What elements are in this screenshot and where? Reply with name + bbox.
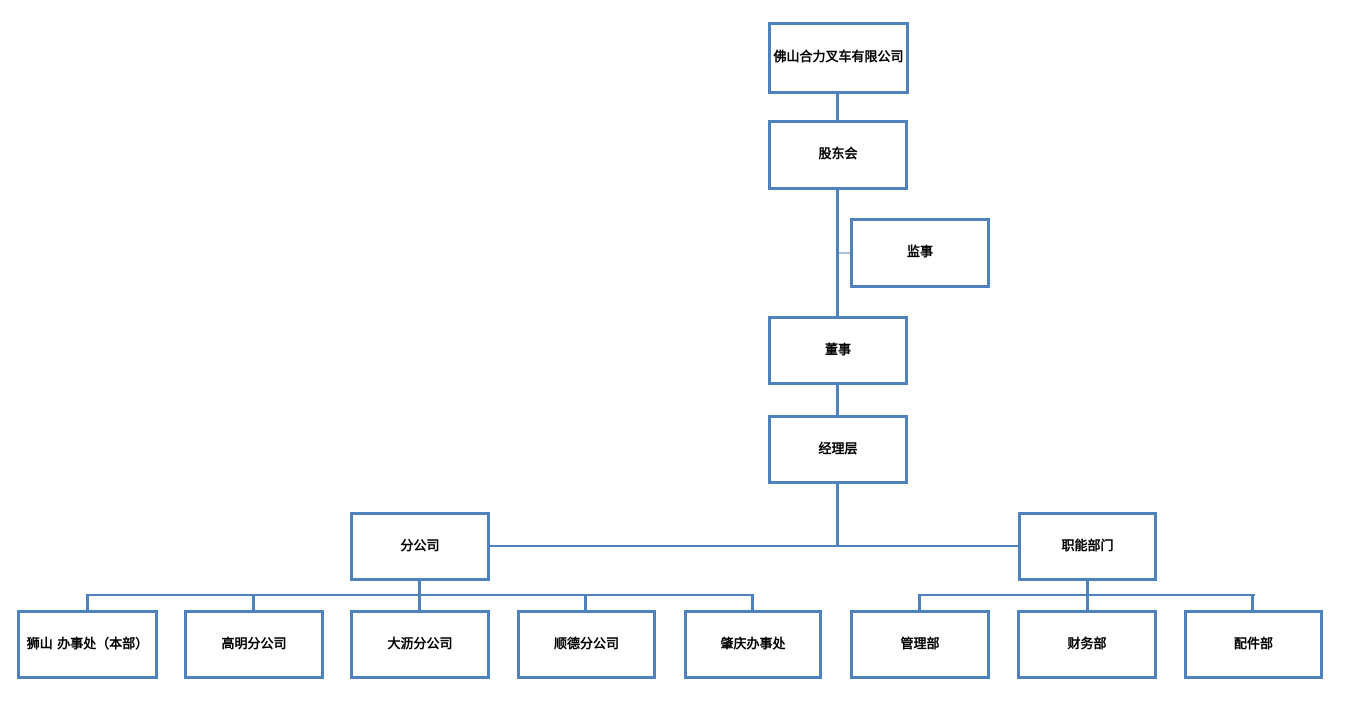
connector-company-shareholders	[836, 94, 839, 120]
node-company: 佛山合力叉车有限公司	[768, 22, 909, 94]
node-shishan-office: 狮山 办事处（本部）	[17, 610, 158, 679]
node-branches: 分公司	[350, 512, 490, 581]
node-admin-department: 管理部	[850, 610, 990, 679]
connector-stub-gaoming	[252, 595, 255, 610]
node-parts-department: 配件部	[1184, 610, 1323, 679]
connector-director-management	[836, 385, 839, 415]
connector-shareholders-director	[836, 190, 839, 316]
node-zhaoqing-office: 肇庆办事处	[684, 610, 822, 679]
connector-stub-parts	[1251, 595, 1254, 610]
connector-stub-admin	[918, 595, 921, 610]
node-finance-department: 财务部	[1017, 610, 1157, 679]
connector-stub-shunde	[584, 595, 587, 610]
node-dali-branch: 大沥分公司	[350, 610, 490, 679]
connector-branches-down	[418, 581, 421, 596]
node-supervisor: 监事	[850, 218, 990, 288]
connector-functional-down	[1086, 581, 1089, 596]
node-shunde-branch: 顺德分公司	[517, 610, 656, 679]
connector-stub-shishan	[86, 595, 89, 610]
connector-management-down	[836, 484, 839, 546]
node-shareholders: 股东会	[768, 120, 908, 190]
node-director: 董事	[768, 316, 908, 385]
connector-supervisor-stub	[839, 252, 851, 254]
node-gaoming-branch: 高明分公司	[184, 610, 324, 679]
connector-branches-functional	[490, 545, 1018, 547]
node-functional-departments: 职能部门	[1018, 512, 1157, 581]
node-management: 经理层	[768, 415, 908, 484]
connector-stub-zhaoqing	[751, 595, 754, 610]
connector-stub-dali	[418, 595, 421, 610]
connector-stub-finance	[1086, 595, 1089, 610]
